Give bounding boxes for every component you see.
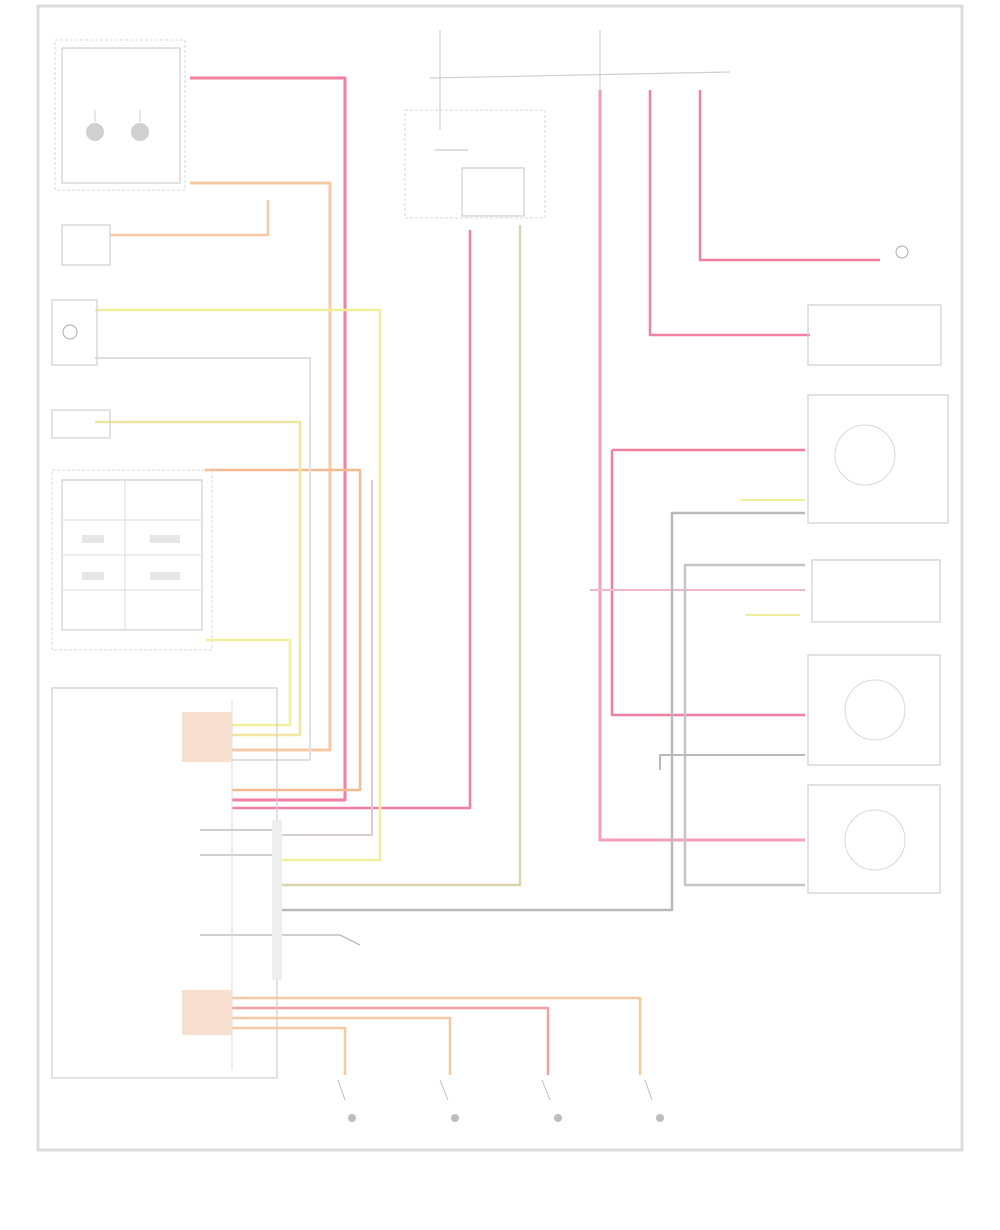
wire-gray-1 [95, 357, 311, 761]
wire-bottom-3 [232, 1016, 452, 1075]
right-motor-3 [807, 654, 941, 766]
wire-red-left [190, 76, 347, 802]
wire-red-branch-4 [698, 90, 880, 262]
top-center-relay [404, 109, 546, 219]
wire-orange-3 [205, 468, 362, 792]
bottom-sensor-4 [644, 1079, 664, 1122]
wire-yellow-3 [205, 638, 292, 727]
left-relay [61, 224, 111, 266]
wire-gray-3 [683, 563, 805, 887]
junction-block [51, 469, 213, 651]
wire-bottom-4 [232, 1026, 347, 1075]
wire-red-branch-3 [648, 90, 810, 337]
wire-red-right [598, 90, 805, 842]
wire-yellow-2 [95, 420, 302, 737]
left-sensor [51, 409, 111, 439]
wire-gray-2 [275, 511, 805, 912]
control-module [51, 687, 282, 1079]
wire-tan [275, 225, 522, 887]
wire-red-branch-1 [610, 450, 805, 717]
wire-orange-2 [110, 200, 270, 237]
wire-control-c [200, 934, 361, 946]
wires [95, 30, 880, 1075]
wire-gray-4 [659, 754, 805, 770]
wire-gray-5 [275, 480, 373, 836]
bottom-sensor-2 [439, 1079, 459, 1122]
wire-bottom-1 [232, 996, 642, 1075]
wire-bottom-2 [232, 1006, 550, 1075]
right-motor-1 [807, 394, 949, 524]
left-switch [51, 299, 98, 366]
bottom-sensor-3 [541, 1079, 562, 1122]
wire-red-center [232, 230, 472, 810]
diagram-frame [36, 4, 964, 1152]
bottom-sensor-1 [337, 1079, 356, 1122]
wire-top-bus [429, 71, 731, 79]
right-switch [811, 559, 941, 623]
right-relay [807, 245, 942, 366]
wire-orange-1 [190, 181, 332, 752]
right-motor-4 [807, 784, 941, 894]
wire-yellow-1 [95, 308, 382, 862]
top-left-module [54, 39, 186, 191]
